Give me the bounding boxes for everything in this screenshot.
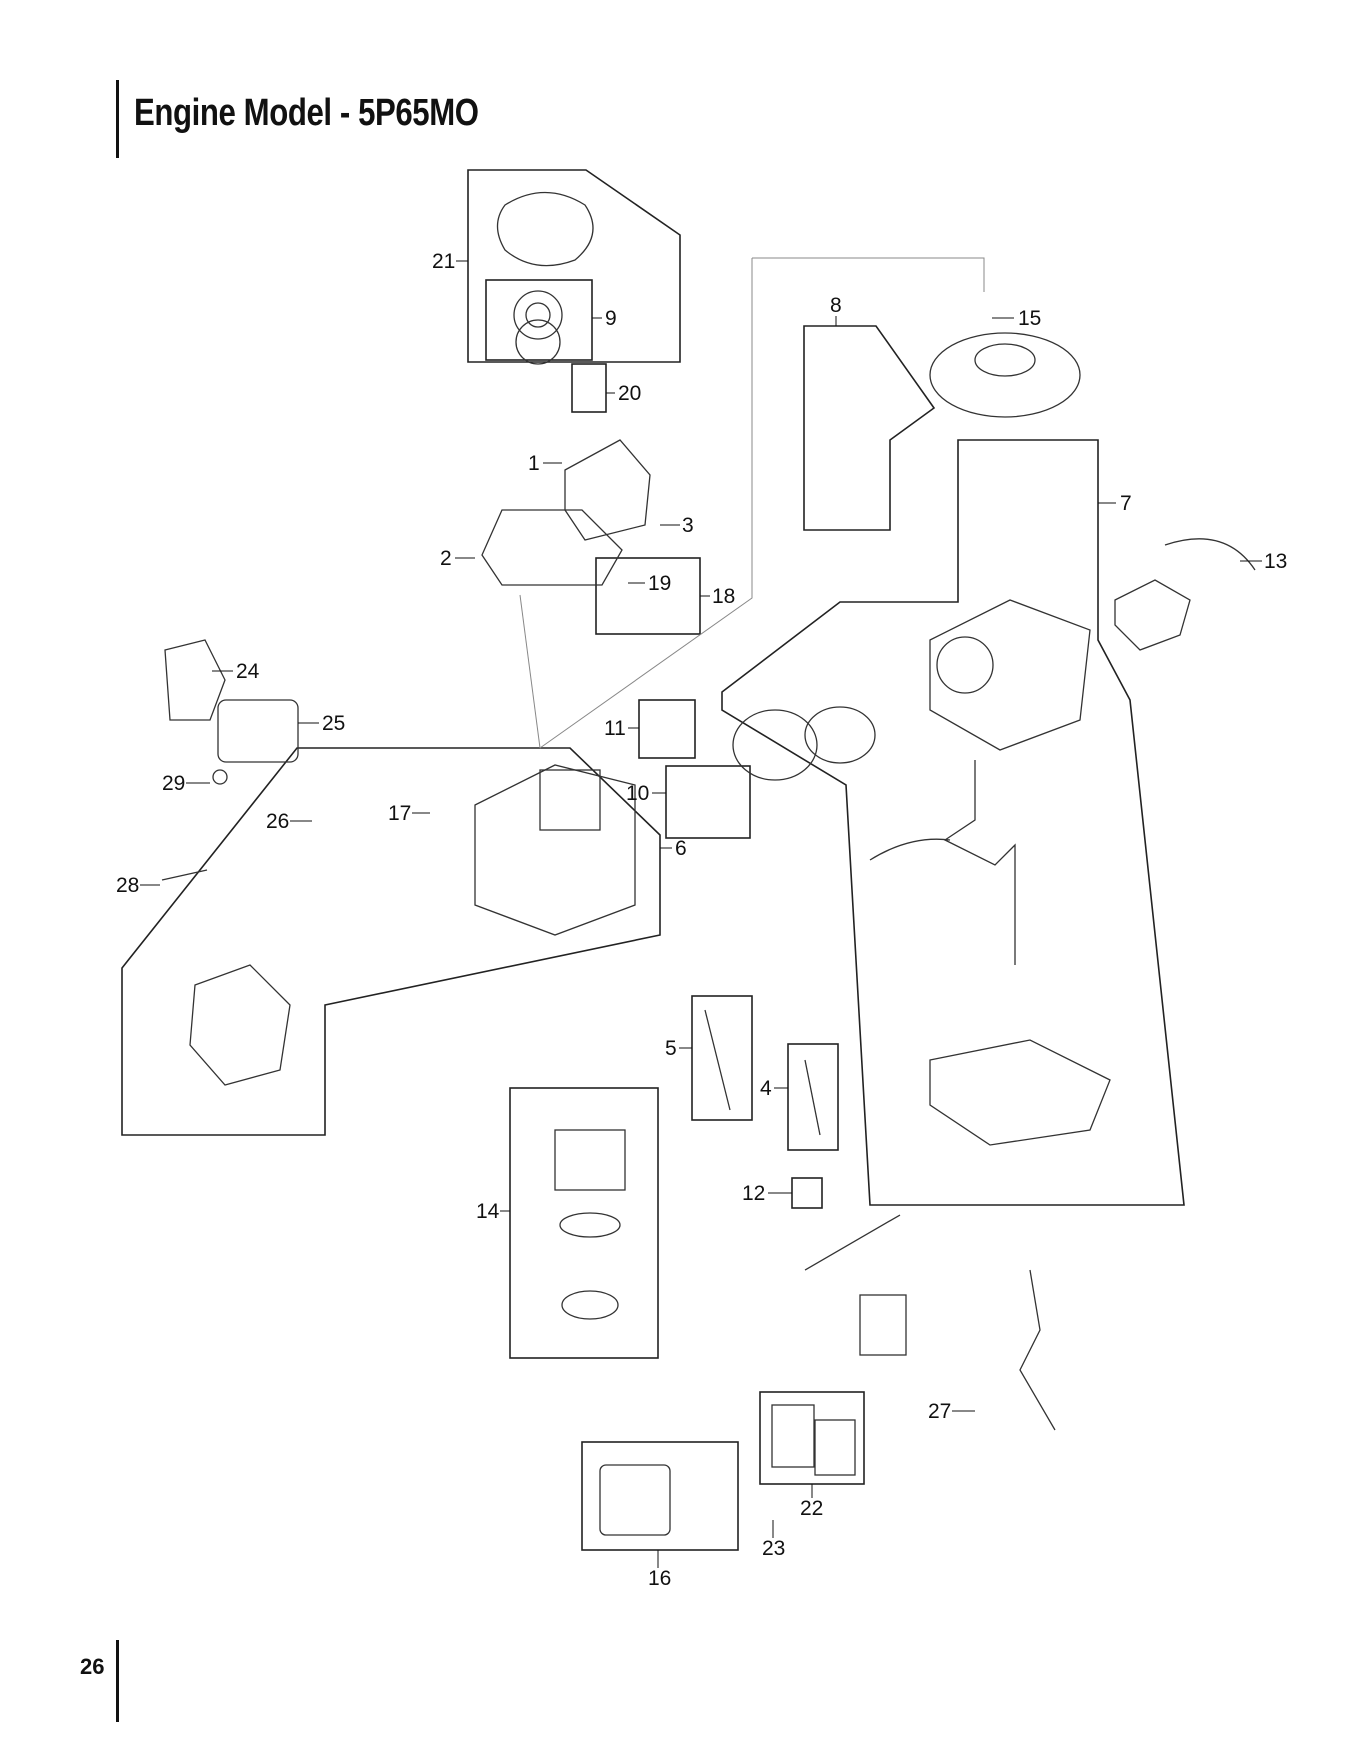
crankshaft-sketch [945, 760, 1015, 965]
callout-19: 19 [648, 572, 671, 595]
part-5-box [692, 996, 752, 1120]
oil-fill-tube-sketch [805, 1060, 820, 1135]
governor-group-outline [804, 326, 934, 530]
muffler-sketch [218, 700, 298, 762]
spark-plug-sketch [162, 870, 207, 880]
cylinder-head-sketch [475, 765, 635, 935]
connecting-rod-sketch [870, 839, 950, 860]
carburetor-group-outline [510, 1088, 658, 1358]
part-12-box [792, 1178, 822, 1208]
part-11-box [639, 700, 695, 758]
callout-24: 24 [236, 660, 260, 683]
callout-4: 4 [760, 1077, 772, 1100]
callout-23: 23 [762, 1537, 785, 1560]
governor-arm-sketch [1020, 1270, 1055, 1430]
callout-3: 3 [682, 514, 694, 537]
crankcase-cover-sketch [930, 1040, 1110, 1145]
piston-rings-sketch [733, 710, 817, 780]
flywheel-sketch [930, 333, 1080, 417]
callout-15: 15 [1018, 307, 1041, 330]
callout-1: 1 [528, 452, 540, 475]
callout-27: 27 [928, 1400, 951, 1423]
callout-9: 9 [605, 307, 617, 330]
head-gasket-sketch [540, 770, 600, 830]
callout-8: 8 [830, 294, 842, 317]
starter-pulley-sketch [514, 291, 562, 339]
callouts: 1 2 3 4 5 6 7 8 9 10 11 12 13 14 15 16 1… [116, 250, 1287, 1590]
callout-17: 17 [388, 802, 411, 825]
callout-14: 14 [476, 1200, 500, 1223]
valve-cover-sketch [190, 965, 290, 1085]
crankcase-group-outline [722, 440, 1184, 1205]
starter-housing-sketch [498, 193, 594, 266]
part-10-box [666, 766, 750, 838]
cylinder-block-sketch [930, 600, 1090, 750]
page-number: 26 [80, 1654, 104, 1680]
air-filter-element-sketch [772, 1405, 814, 1467]
callout-16: 16 [648, 1567, 671, 1590]
callout-2: 2 [440, 547, 452, 570]
callout-10: 10 [626, 782, 649, 805]
control-plate-sketch [860, 1295, 906, 1355]
page-number-rule [116, 1640, 119, 1722]
blower-housing-sketch [482, 510, 622, 585]
air-filter-housing-sketch [600, 1465, 670, 1535]
callout-21: 21 [432, 250, 455, 273]
callout-12: 12 [742, 1182, 765, 1205]
throttle-linkage-sketch [805, 1215, 900, 1270]
callout-11: 11 [604, 717, 626, 740]
callout-25: 25 [322, 712, 345, 735]
air-filter-group-outline [582, 1442, 738, 1550]
part-20-box [572, 364, 606, 412]
callout-26: 26 [266, 810, 289, 833]
callout-28: 28 [116, 874, 139, 897]
callout-18: 18 [712, 585, 735, 608]
dipstick-sketch [705, 1010, 730, 1110]
callout-5: 5 [665, 1037, 677, 1060]
callout-22: 22 [800, 1497, 823, 1520]
carburetor-sketch [555, 1130, 625, 1190]
shroud-sketch [565, 440, 650, 540]
heat-shield-sketch [165, 640, 225, 720]
callout-20: 20 [618, 382, 641, 405]
callout-29: 29 [162, 772, 185, 795]
part-22-box [760, 1392, 864, 1484]
callout-13: 13 [1264, 550, 1287, 573]
callout-7: 7 [1120, 492, 1132, 515]
callout-6: 6 [675, 837, 687, 860]
ignition-coil-sketch [1115, 580, 1190, 650]
spark-arrestor-sketch [213, 770, 227, 784]
